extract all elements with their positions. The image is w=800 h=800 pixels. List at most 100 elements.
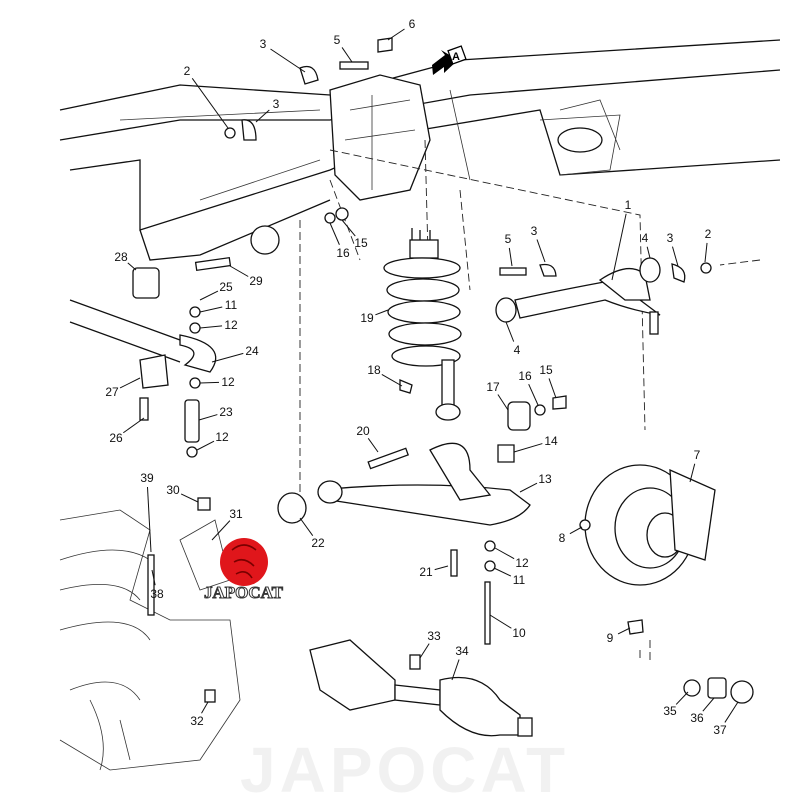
hub-rotor: [579, 464, 754, 704]
lower-control-arm: [277, 442, 531, 645]
callout-leader-line: [494, 547, 515, 560]
callout-label-15: 15: [539, 363, 553, 377]
callout-leader-line: [341, 219, 356, 237]
callout-label-4: 4: [642, 231, 649, 245]
callout-leader-line: [569, 526, 583, 535]
callout-leader-line: [519, 482, 538, 493]
callout-leader-line: [211, 520, 231, 541]
view-a-arrow: A: [432, 45, 467, 75]
callout-label-30: 30: [166, 483, 180, 497]
callout-label-11: 11: [225, 298, 238, 312]
view-a-label: A: [452, 51, 460, 63]
callout-label-36: 36: [690, 711, 704, 725]
callout-leader-line: [199, 381, 220, 384]
callout-label-12: 12: [215, 430, 229, 444]
frame: [59, 39, 781, 660]
callout-leader-line: [375, 309, 389, 316]
callout-label-39: 39: [140, 471, 154, 485]
callout-label-7: 7: [694, 448, 701, 462]
callout-label-5: 5: [334, 33, 341, 47]
callout-leader-line: [489, 614, 512, 629]
callout-leader-line: [199, 325, 223, 329]
callout-label-28: 28: [114, 250, 128, 264]
callout-leader-line: [493, 567, 512, 577]
callout-label-31: 31: [229, 507, 243, 521]
callout-label-4: 4: [514, 343, 521, 357]
callout-leader-line: [646, 246, 651, 259]
callout-leader-line: [329, 222, 340, 245]
logo-text: JAPOCAT: [204, 583, 284, 602]
callout-leader-line: [689, 463, 696, 483]
callout-label-13: 13: [538, 472, 552, 486]
callout-label-20: 20: [356, 424, 370, 438]
callout-leader-line: [451, 659, 460, 681]
callout-label-18: 18: [367, 363, 381, 377]
callout-leader-line: [127, 262, 137, 271]
callout-label-9: 9: [607, 631, 614, 645]
callout-leader-line: [119, 377, 141, 389]
callout-leader-line: [724, 701, 739, 723]
callout-leader-line: [229, 265, 249, 277]
callout-leader-line: [387, 28, 405, 41]
callout-leader-line: [617, 627, 631, 635]
callout-label-17: 17: [486, 380, 500, 394]
callout-leader-line: [381, 374, 403, 387]
callout-leader-line: [513, 443, 543, 453]
callout-leader-line: [548, 378, 557, 399]
callout-label-1: 1: [625, 198, 632, 212]
callout-leader-line: [151, 569, 156, 586]
callout-label-8: 8: [559, 531, 566, 545]
callout-leader-line: [196, 440, 215, 451]
upper-control-arm: [495, 257, 712, 431]
callout-leader-line: [419, 643, 430, 659]
callout-label-3: 3: [273, 97, 280, 111]
callout-label-33: 33: [427, 629, 441, 643]
fasteners-top: [224, 37, 393, 224]
callout-label-12: 12: [221, 375, 235, 389]
callout-label-11: 11: [513, 573, 526, 587]
callout-label-16: 16: [518, 369, 532, 383]
callout-label-38: 38: [150, 587, 164, 601]
callout-label-22: 22: [311, 536, 325, 550]
callout-label-14: 14: [544, 434, 558, 448]
callout-label-25: 25: [219, 280, 233, 294]
callout-label-3: 3: [260, 37, 267, 51]
callout-leader-line: [611, 213, 627, 281]
drive-axle: [309, 639, 533, 737]
watermark: JAPOCAT: [240, 734, 569, 800]
callout-leader-line: [146, 486, 152, 553]
callout-leader-line: [198, 414, 218, 421]
callout-leader-line: [508, 247, 513, 267]
coil-spring-strut: [383, 228, 462, 421]
callout-leader-line: [528, 384, 539, 406]
callout-label-10: 10: [512, 626, 526, 640]
callout-leader-line: [270, 48, 306, 73]
callout-label-35: 35: [663, 704, 677, 718]
callout-leader-line: [201, 701, 209, 714]
callout-label-12: 12: [224, 318, 238, 332]
callout-leader-line: [434, 565, 449, 571]
callout-leader-line: [536, 239, 546, 263]
callout-label-16: 16: [336, 246, 350, 260]
callout-leader-line: [671, 246, 679, 267]
callout-label-2: 2: [184, 64, 191, 78]
callout-label-19: 19: [360, 311, 374, 325]
stabilizer-bar: [69, 256, 232, 458]
japocat-logo: JAPOCAT: [204, 538, 284, 603]
callout-label-29: 29: [249, 274, 263, 288]
callout-leader-line: [255, 109, 270, 123]
callout-label-32: 32: [190, 714, 204, 728]
callout-label-3: 3: [667, 231, 674, 245]
callout-leader-line: [702, 697, 715, 712]
callout-label-26: 26: [109, 431, 123, 445]
callout-label-15: 15: [354, 236, 368, 250]
callout-leader-line: [704, 242, 708, 263]
callout-leader-line: [299, 517, 314, 536]
callout-leader-line: [191, 78, 229, 129]
callout-label-21: 21: [419, 565, 433, 579]
callout-label-3: 3: [531, 224, 538, 238]
callout-label-34: 34: [455, 644, 469, 658]
